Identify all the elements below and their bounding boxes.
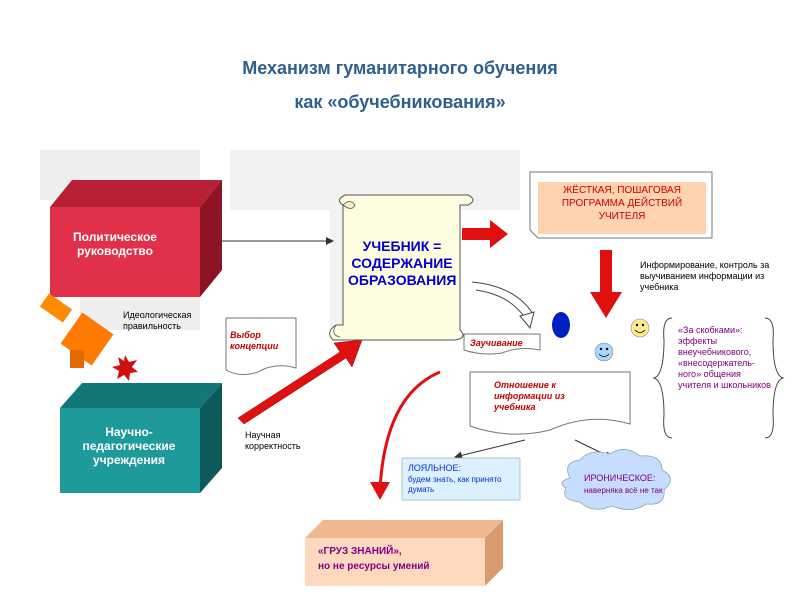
concept-document	[225, 317, 297, 376]
choice-of-concept-label: Выбор концепции	[230, 330, 279, 351]
smiley-face-yellow-icon	[630, 318, 650, 338]
scientific-correctness-label: Научная корректность	[245, 430, 301, 451]
smiley-face-green-icon	[594, 342, 614, 362]
memorizing-document	[463, 333, 541, 355]
cargo-box-shape	[305, 520, 503, 586]
double-curved-arrow	[471, 281, 535, 330]
political-leadership-label: Политическое руководство	[73, 230, 157, 258]
cargo-line2: но не ресурсы умений	[318, 561, 430, 572]
program-document	[529, 171, 713, 239]
program-label: ЖЁСТКАЯ, ПОШАГОВАЯ ПРОГРАММА ДЕЙСТВИЙ УЧ…	[561, 185, 683, 222]
arrow-scientific-textbook	[237, 339, 363, 425]
page-title-line2: как «обучебникования»	[294, 92, 506, 112]
loyal-attitude-title: ЛОЯЛЬНОЕ:	[408, 463, 462, 473]
cargo-line1: «ГРУЗ ЗНАНИЙ»,	[318, 546, 402, 557]
arrow-program-down	[590, 250, 622, 318]
textbook-label: УЧЕБНИК = СОДЕРЖАНИЕ ОБРАЗОВАНИЯ	[348, 238, 457, 288]
ideological-correctness-label: Идеологическая правильность	[123, 310, 192, 331]
cargo-of-knowledge-label: «ГРУЗ ЗНАНИЙ», но не ресурсы умений	[318, 544, 478, 574]
loyal-attitude-text: будем знать, как принято думать	[408, 475, 502, 494]
arrow-textbook-program	[462, 220, 508, 248]
curved-arrow-to-cargo	[378, 370, 441, 491]
spark-icon	[112, 355, 138, 381]
arrow-to-loyal	[454, 439, 526, 460]
ironic-attitude-title: ИРОНИЧЕСКОЕ:	[584, 473, 656, 483]
attitude-document	[469, 371, 631, 435]
attitude-to-information-label: Отношение к информации из учебника	[494, 380, 565, 412]
out-of-brackets-label: «За скобками»: эффекты внеучебникового, …	[678, 325, 771, 390]
right-brace	[764, 317, 785, 439]
ironic-attitude-text: наверняка всё не так	[584, 486, 663, 495]
scientific-institutions-label: Научно-педагогические учреждения	[82, 425, 176, 467]
textbook-scroll	[329, 194, 474, 341]
informing-control-label: Информирование, контроль за выучиванием …	[640, 260, 770, 292]
loyal-box-shape	[401, 457, 521, 501]
political-box-shape	[50, 180, 222, 297]
page-title-line1: Механизм гуманитарного обучения	[242, 58, 558, 78]
curved-arrow-head	[370, 482, 390, 500]
scientific-box-shape	[60, 383, 222, 493]
memorizing-label: Заучивание	[470, 338, 523, 348]
ironic-cloud-shape	[561, 449, 671, 510]
hammer-icon	[39, 293, 114, 368]
blue-oval	[552, 312, 570, 338]
left-brace	[652, 317, 673, 439]
